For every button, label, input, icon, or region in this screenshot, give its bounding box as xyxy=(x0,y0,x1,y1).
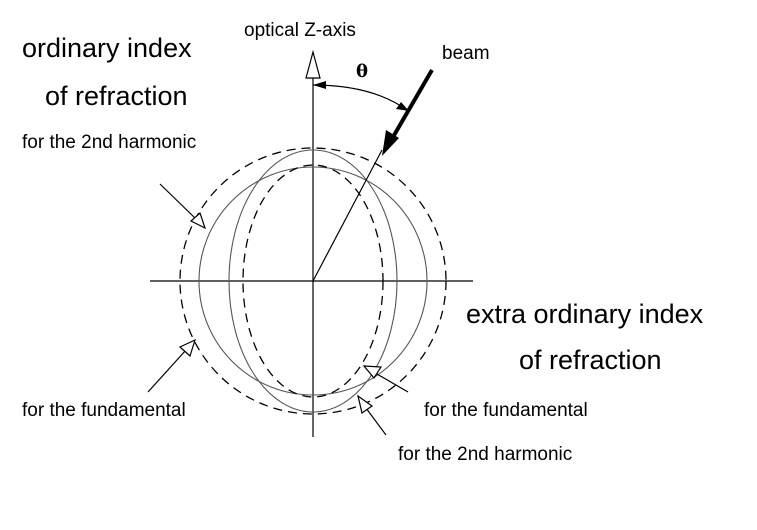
beam-arrow-shaft xyxy=(391,68,434,139)
pointer-ordinary-fund-head xyxy=(178,338,196,358)
ordinary-2nd-harmonic-label: for the 2nd harmonic xyxy=(22,132,197,153)
pointer-ordinary-fund-line xyxy=(147,349,187,393)
ordinary-fundamental-label: for the fundamental xyxy=(22,400,186,421)
extraordinary-2nd-harmonic-label: for the 2nd harmonic xyxy=(398,444,573,465)
pointer-ordinary-2nd-head xyxy=(189,211,207,230)
ordinary-fundamental-circle xyxy=(198,166,428,396)
extraordinary-index-title-line1: extra ordinary index xyxy=(466,299,704,329)
pointer-extra-fund-line xyxy=(376,373,409,393)
pointer-ordinary-2nd-line xyxy=(159,183,197,220)
ordinary-2nd-harmonic-circle xyxy=(179,147,447,415)
z-axis-arrowhead xyxy=(305,49,321,79)
beam-arrow-head xyxy=(382,130,399,156)
theta-arc-arrowhead-left xyxy=(313,81,326,89)
theta-arc-arrowhead-right xyxy=(396,102,409,111)
extraordinary-fundamental-ellipse xyxy=(242,164,384,398)
theta-label: θ xyxy=(356,61,369,82)
z-axis-label: optical Z-axis xyxy=(244,20,356,41)
ordinary-index-title-line1: ordinary index xyxy=(22,33,192,63)
beam-propagation-line xyxy=(312,149,383,282)
extraordinary-2nd-harmonic-ellipse xyxy=(228,149,398,413)
theta-arc xyxy=(312,84,408,111)
pointer-extra-2nd-head xyxy=(357,394,374,414)
beam-label: beam xyxy=(442,43,490,64)
pointer-extra-2nd-line xyxy=(365,407,387,436)
extraordinary-index-title-line2: of refraction xyxy=(519,345,662,375)
extraordinary-fundamental-label: for the fundamental xyxy=(424,400,588,421)
ordinary-index-title-line2: of refraction xyxy=(45,81,188,111)
pointer-extra-fund-head xyxy=(362,365,383,380)
